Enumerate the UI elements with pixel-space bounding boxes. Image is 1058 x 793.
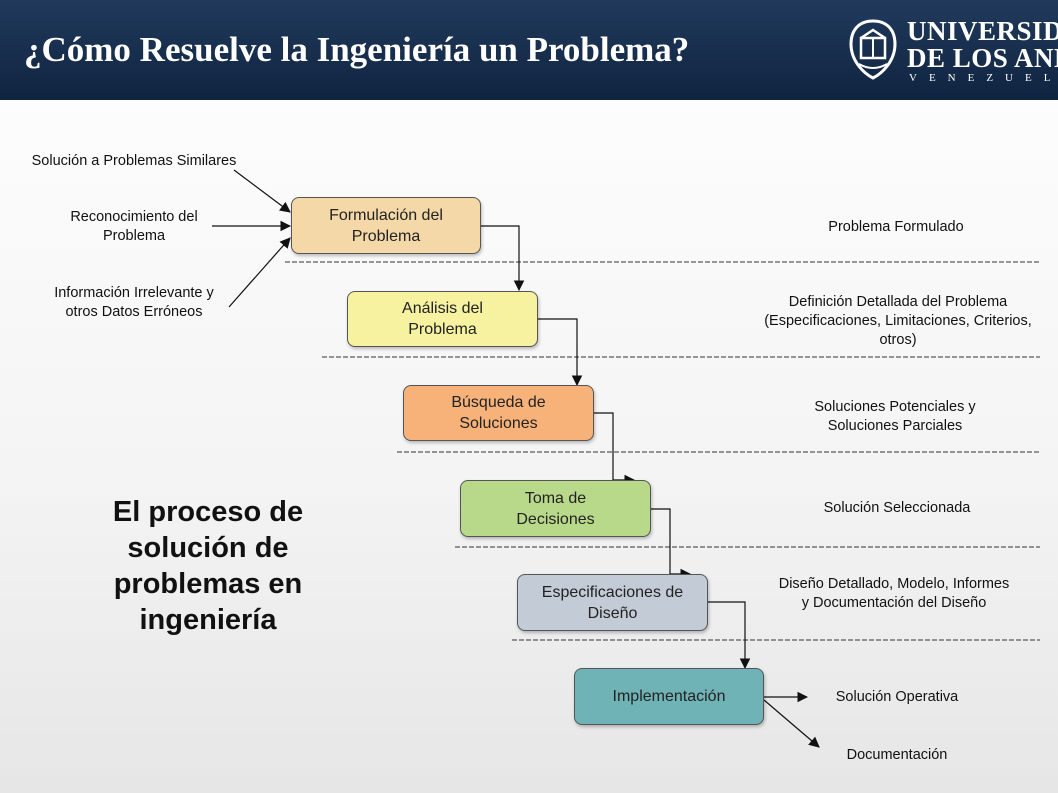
output-arrow-2 <box>763 699 820 748</box>
final-output-documentation: Documentación <box>846 747 948 763</box>
input-label-irrelevant-info: Información Irrelevante y otros Datos Er… <box>54 285 214 320</box>
input-label-similar-solutions: Solución a Problemas Similares <box>31 153 237 169</box>
flow-arrow-2 <box>538 318 583 387</box>
header-bar: ¿Cómo Resuelve la Ingeniería un Problema… <box>0 0 1058 100</box>
step-design-specs: Especificaciones de Diseño <box>517 574 708 631</box>
logo-text-line2: DE LOS ANDES <box>907 43 1058 73</box>
step-analysis: Análisis del Problema <box>347 291 538 347</box>
final-output-operative-solution: Solución Operativa <box>835 689 959 705</box>
step-formulation: Formulación del Problema <box>291 197 481 254</box>
step-decision-label: Toma de Decisiones <box>516 489 595 528</box>
flow-arrow-3 <box>594 412 636 486</box>
flow-arrow-1 <box>481 225 525 292</box>
step-implementation: Implementación <box>574 668 764 725</box>
step-design-specs-label: Especificaciones de Diseño <box>541 583 684 622</box>
step-search: Búsqueda de Soluciones <box>403 385 594 441</box>
step-formulation-label: Formulación del Problema <box>329 206 443 245</box>
flow-arrow-4 <box>651 508 692 580</box>
flow-arrow-5 <box>708 601 751 670</box>
process-caption: El proceso de solución de problemas en i… <box>112 496 304 636</box>
seal-icon <box>849 19 897 80</box>
step-decision: Toma de Decisiones <box>460 480 651 537</box>
input-arrow-3 <box>228 237 291 308</box>
university-logo: UNIVERSIDAD DE LOS ANDES VENEZUELA <box>845 16 1058 88</box>
step-search-label: Búsqueda de Soluciones <box>451 394 546 432</box>
input-label-recognition: Reconocimiento del Problema <box>70 209 198 244</box>
outcome-selected-solution: Solución Seleccionada <box>823 500 971 516</box>
logo-text-line1: UNIVERSIDAD <box>907 16 1058 46</box>
outcome-detailed-definition: Definición Detallada del Problema (Espec… <box>764 294 1032 348</box>
input-arrow-1 <box>233 169 291 213</box>
logo-text-line3: VENEZUELA <box>909 72 1058 84</box>
step-implementation-label: Implementación <box>612 688 726 705</box>
outcome-potential-solutions: Soluciones Potenciales y Soluciones Parc… <box>814 399 976 434</box>
slide-title: ¿Cómo Resuelve la Ingeniería un Problema… <box>24 30 690 69</box>
step-analysis-label: Análisis del Problema <box>402 300 483 338</box>
outcome-problem-formulated: Problema Formulado <box>828 219 964 235</box>
outcome-detailed-design: Diseño Detallado, Modelo, Informes y Doc… <box>778 576 1010 611</box>
